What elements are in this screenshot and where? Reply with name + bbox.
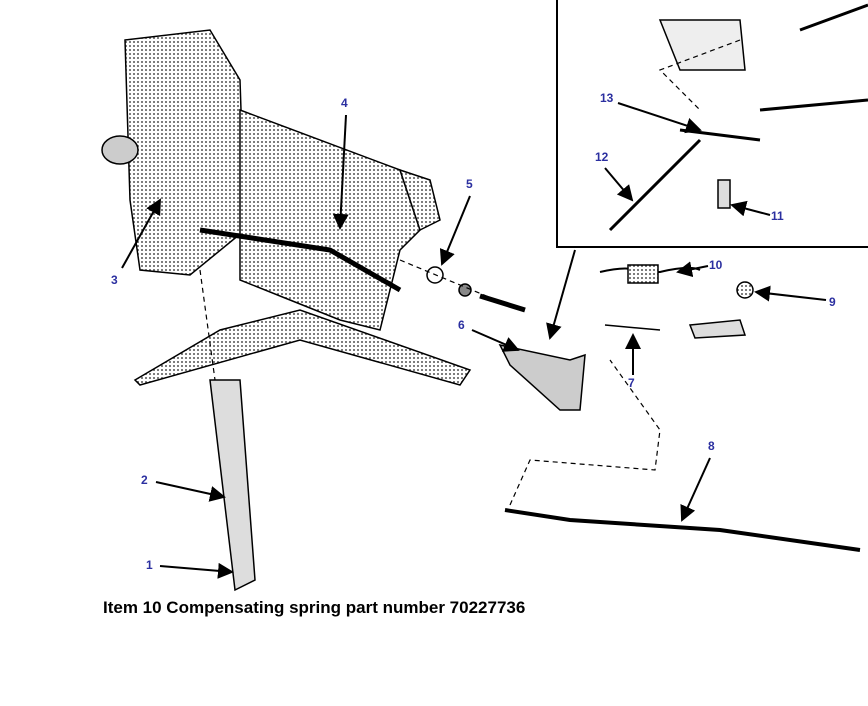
inset-frame [556, 0, 868, 248]
callout-5: 5 [466, 177, 473, 191]
frame-assembly [101, 3, 868, 592]
callout-8: 8 [708, 439, 715, 453]
leader-arrows [121, 102, 827, 579]
callout-13: 13 [600, 91, 614, 105]
dashed-guides [199, 39, 741, 506]
callout-6: 6 [458, 318, 465, 332]
callout-10: 10 [709, 258, 723, 272]
callout-7: 7 [628, 376, 635, 390]
figure-caption: Item 10 Compensating spring part number … [103, 598, 526, 617]
callout-4: 4 [341, 96, 348, 110]
callout-3: 3 [111, 273, 118, 287]
callout-9: 9 [829, 295, 836, 309]
callout-12: 12 [595, 150, 609, 164]
callout-2: 2 [141, 473, 148, 487]
callout-1: 1 [146, 558, 153, 572]
callout-11: 11 [771, 209, 784, 223]
